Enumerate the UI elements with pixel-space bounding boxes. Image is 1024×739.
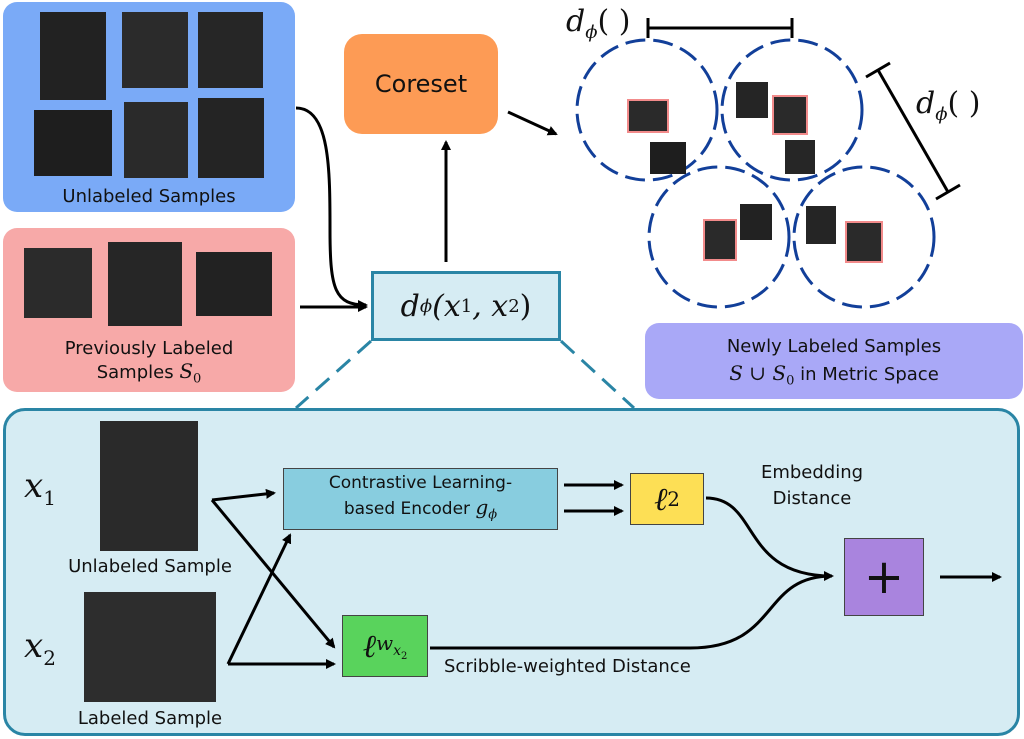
arrow-x1-to-encoder xyxy=(211,488,276,502)
measure-label-right: dϕ( ) xyxy=(916,86,980,125)
l2-sub: 2 xyxy=(667,487,681,511)
unlabeled-thumb-5 xyxy=(124,102,188,178)
x1-sub: 1 xyxy=(43,485,56,510)
metric-thumb-unlabeled-4 xyxy=(740,204,772,240)
scribble-distance-label: Scribble-weighted Distance xyxy=(444,656,691,677)
embedding-line2: Distance xyxy=(772,488,852,509)
zoom-guide-right xyxy=(559,339,636,410)
measure-label-top: dϕ( ) xyxy=(566,4,630,43)
x1-symbol: x1 xyxy=(24,466,56,510)
distance-a1: 1 xyxy=(460,295,473,317)
metric-circle-2 xyxy=(720,38,864,182)
newly-labeled-set-sub: 0 xyxy=(786,373,795,389)
newly-labeled-label: Newly Labeled Samples S ∪ S0 in Metric S… xyxy=(645,334,1023,395)
newly-labeled-line2: S ∪ S0 in Metric Space xyxy=(645,360,1023,395)
encoder-box: Contrastive Learning- based Encoder gϕ xyxy=(283,468,558,530)
metric-thumb-unlabeled-5 xyxy=(806,206,836,244)
plus-box: + xyxy=(844,538,924,616)
x1-image xyxy=(100,421,198,551)
metric-thumb-labeled-2 xyxy=(772,95,808,135)
previously-labeled-set-sub: 0 xyxy=(193,371,202,387)
x2-caption: Labeled Sample xyxy=(77,708,223,729)
previously-labeled-line1: Previously Labeled xyxy=(64,338,234,359)
lw-symbol: ℓ xyxy=(362,627,376,665)
distance-d: d xyxy=(400,288,420,324)
embedding-distance-label: Embedding Distance xyxy=(728,460,896,512)
unlabeled-thumb-2 xyxy=(122,12,188,88)
coreset-box: Coreset xyxy=(344,34,498,134)
newly-labeled-line1: Newly Labeled Samples xyxy=(726,336,942,357)
metric-thumb-unlabeled-2 xyxy=(736,82,768,118)
measure-right-paren: ( ) xyxy=(947,86,981,121)
distance-phi: ϕ xyxy=(419,295,433,317)
labeled-thumb-3 xyxy=(196,252,272,316)
lw-sub-w: w xyxy=(375,630,394,655)
newly-labeled-suffix: in Metric Space xyxy=(794,364,939,385)
unlabeled-samples-label: Unlabeled Samples xyxy=(62,186,236,207)
distance-comma: , x xyxy=(472,288,509,324)
measure-top-paren: ( ) xyxy=(597,4,631,39)
metric-thumb-labeled-3 xyxy=(703,219,737,261)
metric-thumb-labeled-1 xyxy=(627,99,669,133)
x1-caption: Unlabeled Sample xyxy=(68,556,232,577)
metric-thumb-labeled-4 xyxy=(845,221,883,263)
labeled-thumb-2 xyxy=(108,242,182,326)
measure-right-d: d xyxy=(916,86,936,121)
encoder-g: g xyxy=(475,494,489,519)
lw-sub-2: 2 xyxy=(400,650,408,662)
x2-image xyxy=(84,592,216,702)
newly-labeled-panel xyxy=(645,323,1023,399)
l2-symbol: ℓ xyxy=(653,480,668,518)
unlabeled-thumb-3 xyxy=(198,12,263,88)
encoder-phi: ϕ xyxy=(488,507,498,523)
distance-close: ) xyxy=(519,288,532,324)
measure-top-phi: ϕ xyxy=(585,22,598,43)
unlabeled-thumb-4 xyxy=(34,110,112,176)
metric-circle-3 xyxy=(647,165,791,309)
labeled-thumb-1 xyxy=(24,248,92,318)
metric-circle-4 xyxy=(792,165,936,309)
lw-sub: wx2 xyxy=(376,631,407,662)
newly-labeled-set: S ∪ S xyxy=(729,361,787,385)
metric-circle-1 xyxy=(575,38,719,182)
encoder-line1: Contrastive Learning- xyxy=(328,472,513,493)
x2-symbol: x2 xyxy=(24,626,56,670)
coreset-label: Coreset xyxy=(374,70,468,98)
arrow-lw-to-plus xyxy=(430,574,833,650)
embedding-line1: Embedding xyxy=(760,462,864,483)
measure-bar-right xyxy=(876,69,950,193)
lw-sub-x: x xyxy=(393,642,401,659)
arrow-l2-to-plus xyxy=(705,496,834,581)
metric-thumb-unlabeled-3 xyxy=(785,140,815,174)
plus-symbol: + xyxy=(863,549,905,605)
measure-bar-right-cap-bottom xyxy=(935,183,961,201)
unlabeled-thumb-6 xyxy=(198,98,264,178)
measure-top-d: d xyxy=(566,4,586,39)
previously-labeled-line2: Samples xyxy=(96,362,174,383)
distance-args: (x xyxy=(432,288,461,324)
previously-labeled-label: Previously Labeled Samples S0 xyxy=(3,338,295,391)
arrow-unlabeled-to-distance xyxy=(295,106,368,310)
previously-labeled-set: S xyxy=(179,359,194,383)
arrow-coreset-to-metric xyxy=(507,110,558,136)
measure-right-phi: ϕ xyxy=(935,104,948,125)
unlabeled-thumb-1 xyxy=(40,12,106,100)
arrow-x2-to-encoder xyxy=(226,533,292,665)
x1-var: x xyxy=(24,466,44,506)
x2-var: x xyxy=(24,626,44,666)
measure-bar-right-cap-top xyxy=(865,61,891,79)
previously-labeled-line2-wrap: Samples S0 xyxy=(3,360,295,391)
zoom-guide-left xyxy=(295,339,372,410)
distance-a2: 2 xyxy=(508,295,520,317)
encoder-line2-wrap: based Encoder gϕ xyxy=(344,495,497,527)
metric-thumb-unlabeled-1 xyxy=(650,142,686,174)
encoder-line2: based Encoder xyxy=(343,498,476,519)
x2-sub: 2 xyxy=(43,645,56,670)
